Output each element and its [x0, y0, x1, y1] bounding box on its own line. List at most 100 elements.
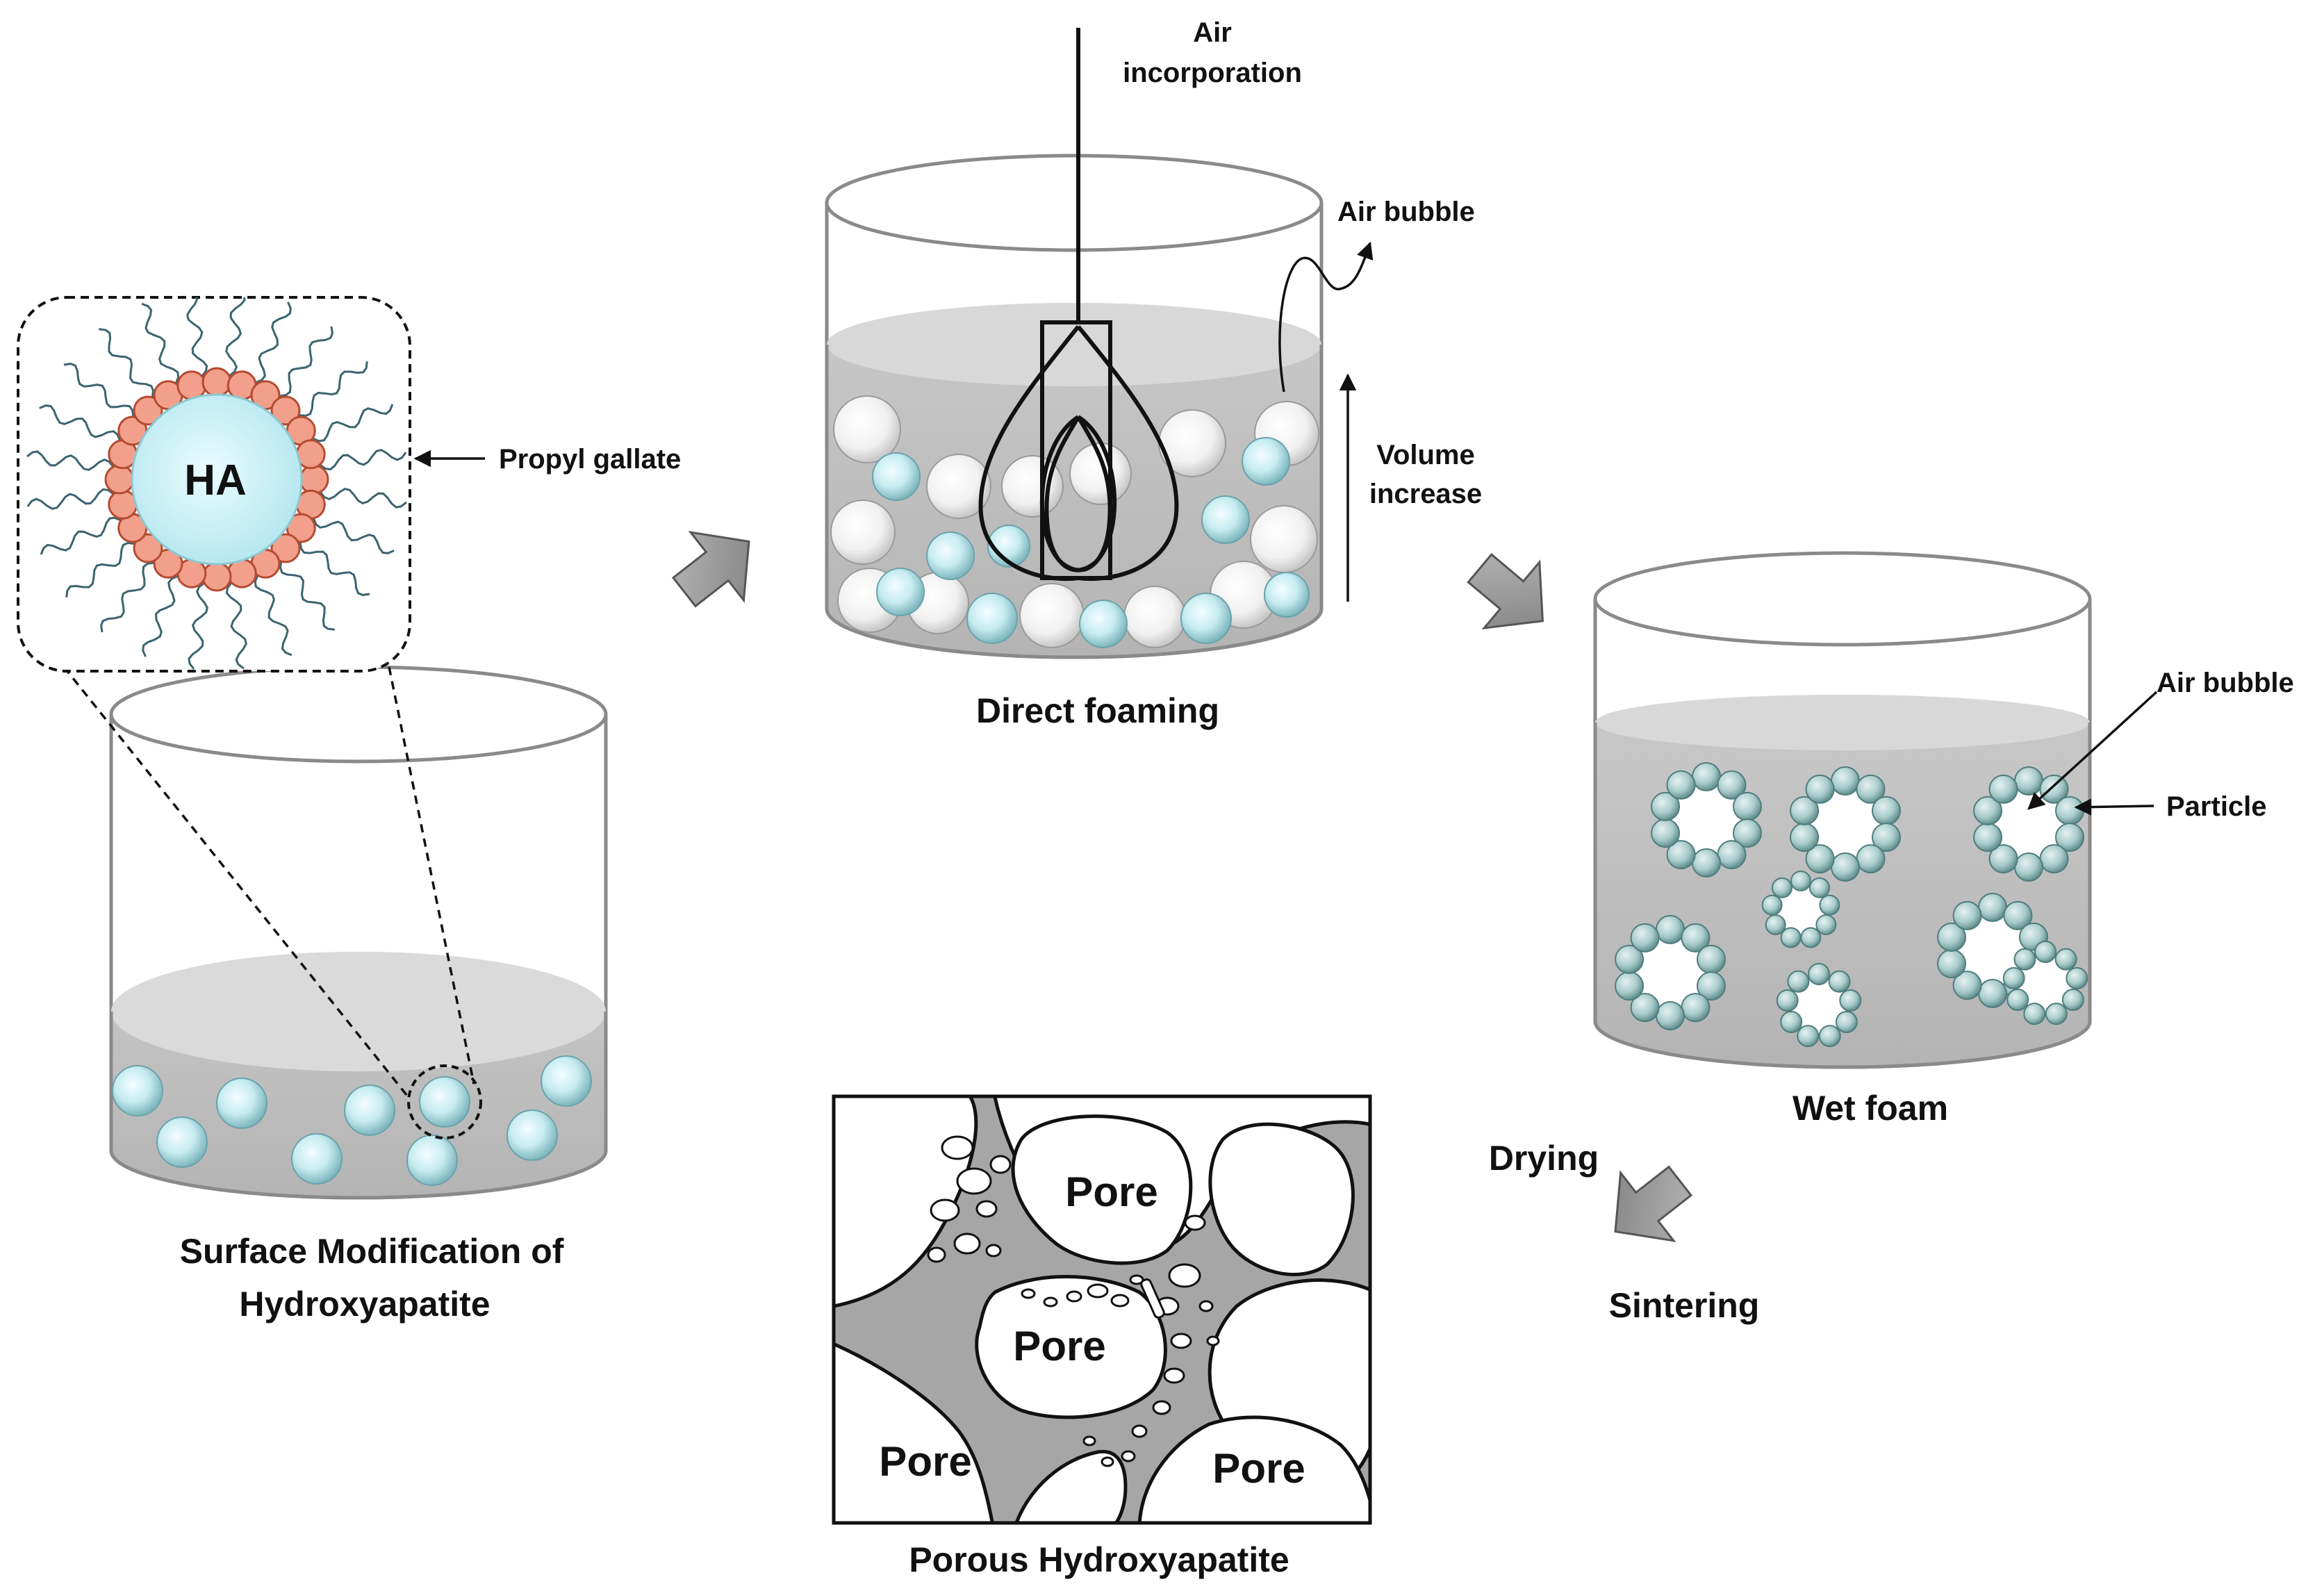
- particle-bead: [1776, 989, 1799, 1012]
- particle-bead: [1696, 944, 1726, 974]
- air-bubble: [1019, 583, 1085, 648]
- micropore: [1101, 1456, 1114, 1467]
- bubble-core: [1991, 786, 2066, 862]
- ha-particle: [344, 1085, 395, 1136]
- chain: [141, 302, 180, 384]
- micropore: [1021, 1288, 1036, 1299]
- chain: [225, 297, 246, 377]
- surface-modification-panel: HA Propyl gallate Surface Modification o…: [17, 296, 681, 1324]
- ha-particle: [1079, 600, 1128, 648]
- chain: [26, 450, 115, 471]
- particle-bead: [1656, 1001, 1685, 1030]
- chain: [63, 363, 135, 418]
- particle-bead: [1937, 922, 1967, 952]
- particle-bead: [2014, 766, 2043, 796]
- surface-title-line1: Surface Modification of: [180, 1232, 564, 1271]
- air-bubble: [830, 500, 896, 565]
- ha-particle: [1264, 572, 1310, 618]
- bubble-core: [1808, 786, 1883, 862]
- stabilized-bubble: [1761, 871, 1840, 948]
- stabilized-bubbles: [1615, 762, 2088, 1048]
- ha-particle: [156, 1116, 208, 1168]
- zoom-line-right: [388, 666, 475, 1085]
- air-bubble-pointer: [2027, 691, 2158, 810]
- ha-particle: [216, 1078, 267, 1129]
- micropores: [927, 1135, 1220, 1467]
- direct-foaming-panel: Air incorporation Air bubble Volume incr…: [825, 17, 1482, 730]
- micropore: [1206, 1335, 1220, 1346]
- gallate-bead: [133, 533, 163, 563]
- particle-bead: [1651, 818, 1681, 848]
- particle-bead: [2045, 1003, 2068, 1025]
- chain: [312, 518, 395, 554]
- bubble-core: [1791, 978, 1847, 1034]
- ha-label: HA: [184, 456, 247, 504]
- air-bubble: [1250, 505, 1318, 573]
- chain: [279, 326, 333, 397]
- micropore: [1140, 1278, 1165, 1319]
- ha-particle: [1242, 437, 1290, 486]
- particle-bead: [1808, 963, 1830, 985]
- particle-bead: [1800, 927, 1822, 948]
- gallate-bead: [201, 367, 232, 397]
- particle-bead: [1630, 923, 1660, 953]
- air-bubble: [1069, 443, 1132, 505]
- particle-bead: [2006, 989, 2029, 1011]
- micropore: [1066, 1290, 1082, 1303]
- stabilized-bubble: [2002, 941, 2088, 1025]
- beaker-rim: [1593, 551, 2092, 647]
- particle-bead: [1692, 762, 1721, 791]
- particle-bead: [1828, 970, 1851, 993]
- micropore: [1163, 1367, 1185, 1384]
- particle-bead: [1856, 844, 1886, 874]
- propyl-gallate-label: Propyl gallate: [499, 444, 681, 475]
- particle-bead: [1615, 971, 1645, 1001]
- air-incorporation-line2: incorporation: [1123, 58, 1302, 88]
- particle-bead: [1835, 1011, 1858, 1033]
- particle-bead: [1815, 914, 1837, 935]
- ha-particle: [966, 593, 1018, 644]
- particle-bead: [1780, 927, 1802, 948]
- stabilized-bubble: [1651, 762, 1762, 877]
- chain: [142, 575, 179, 657]
- particle-label: Particle: [2166, 791, 2267, 822]
- air-bubble-label-1: Air bubble: [1337, 197, 1475, 227]
- pore-center: [975, 1275, 1167, 1419]
- ha-particle: [1180, 593, 1232, 644]
- particle-bead: [1808, 877, 1830, 898]
- micropore: [1121, 1450, 1136, 1462]
- particle-bead: [1787, 970, 1810, 993]
- process-arrow-3: [1614, 1165, 1693, 1242]
- micropore: [985, 1244, 1002, 1258]
- gallate-bead: [270, 395, 301, 426]
- pore-bottom-mid: [1014, 1449, 1128, 1523]
- particle-bead: [1615, 944, 1645, 974]
- micropore: [927, 1246, 946, 1263]
- chain: [186, 297, 208, 377]
- particle-bead: [1839, 989, 1862, 1012]
- micropore: [1152, 1400, 1171, 1415]
- propyl-gallate-chains: [26, 297, 407, 670]
- ha-particle: [112, 1065, 163, 1116]
- particle-bead: [1630, 993, 1660, 1023]
- particle-bead: [1692, 848, 1721, 877]
- particle-bead: [2014, 852, 2043, 882]
- magnify-circle: [407, 1064, 482, 1139]
- particle-bead: [1790, 796, 1820, 825]
- dispersed-particles: [112, 1055, 592, 1186]
- particle-bead: [1988, 844, 2018, 874]
- chain: [188, 582, 208, 670]
- particle-bead: [2003, 900, 2033, 930]
- ha-particle: [926, 531, 975, 580]
- particle-bead: [1732, 791, 1762, 821]
- wet-foam-title: Wet foam: [1793, 1089, 1948, 1128]
- air-bubble: [926, 454, 991, 519]
- particle-bead: [1831, 766, 1860, 796]
- ha-particle: [506, 1110, 558, 1161]
- pore-label-1: Pore: [1065, 1169, 1157, 1215]
- ha-particle: [541, 1055, 592, 1107]
- chain: [255, 302, 292, 384]
- particle-bead: [2039, 844, 2069, 874]
- wet-foam-panel: Air bubble Particle Wet foam Drying Sint…: [1489, 551, 2294, 1325]
- chain: [100, 561, 155, 633]
